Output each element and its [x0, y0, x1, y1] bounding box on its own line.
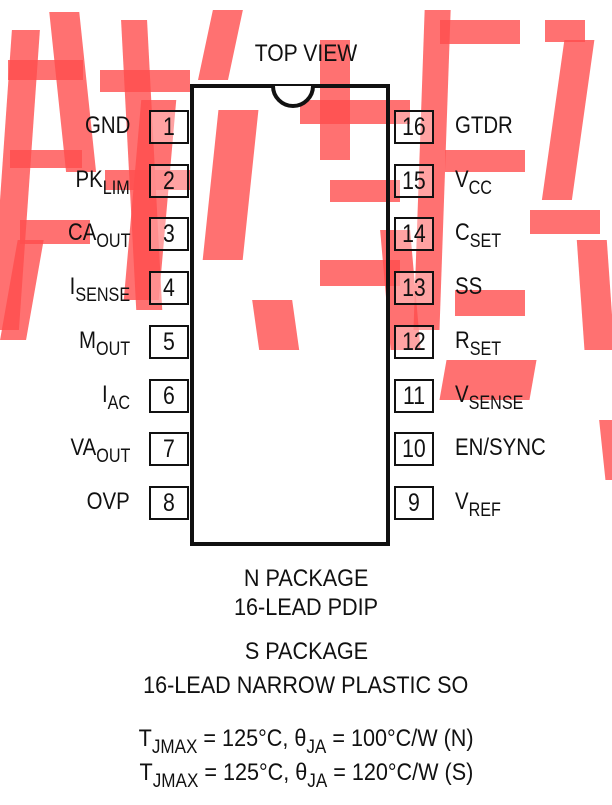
pin-number: 2 [163, 166, 175, 195]
s-package-name: S PACKAGE [244, 638, 368, 665]
pin-14-label: CSET [455, 219, 502, 253]
pin-number: 11 [402, 381, 426, 410]
pin-1-box: 1 [149, 110, 189, 144]
pin-number: 7 [163, 435, 175, 464]
pin-14-box: 14 [394, 217, 434, 252]
pin-1-label: GND [84, 112, 130, 139]
pin-15-label: VCC [455, 165, 492, 199]
pin1-notch [271, 85, 315, 108]
pin-number: 16 [402, 113, 426, 141]
pin-number: 14 [402, 220, 426, 249]
pin-12-label: RSET [455, 326, 502, 360]
pin-number: 4 [163, 274, 175, 303]
pin-2-box: 2 [149, 163, 189, 198]
pin-9-label: VREF [455, 487, 501, 521]
pin-5-box: 5 [149, 324, 189, 359]
s-package-desc: 16-LEAD NARROW PLASTIC SO [143, 672, 469, 699]
n-package-desc: 16-LEAD PDIP [233, 594, 379, 621]
pin-3-box: 3 [149, 217, 189, 252]
pin-4-label: ISENSE [69, 273, 130, 307]
pin-6-label: IAC [101, 380, 130, 414]
pin-3-label: CAOUT [67, 219, 130, 253]
pin-number: 12 [402, 327, 426, 356]
ic-package-body [190, 84, 390, 546]
pin-number: 6 [163, 381, 175, 410]
pin-10-label: EN/SYNC [455, 434, 546, 462]
pin-7-box: 7 [149, 432, 189, 467]
pin-9-box: 9 [394, 485, 434, 520]
pin-8-box: 8 [149, 485, 189, 520]
view-title: TOP VIEW [254, 40, 358, 67]
pin-12-box: 12 [394, 324, 434, 359]
pin-11-box: 11 [394, 378, 434, 413]
pin-15-box: 15 [394, 163, 434, 198]
n-package-name: N PACKAGE [243, 565, 369, 592]
pin-number: 15 [402, 166, 426, 195]
pin-11-label: VSENSE [455, 380, 524, 414]
pin-number: 3 [163, 220, 175, 249]
pin-number: 5 [163, 327, 175, 356]
pin-13-box: 13 [394, 271, 434, 306]
pin-10-box: 10 [394, 432, 434, 467]
pin-5-label: MOUT [78, 326, 130, 360]
pin-8-label: OVP [86, 487, 130, 515]
pin-4-box: 4 [149, 271, 189, 306]
thermal-line-n: TJMAX = 125°C, θJA = 100°C/W (N) [138, 725, 474, 758]
thermal-line-s: TJMAX = 125°C, θJA = 120°C/W (S) [139, 759, 473, 792]
pin-number: 13 [402, 274, 426, 303]
pin-number: 9 [408, 488, 420, 517]
pin-7-label: VAOUT [70, 434, 130, 468]
pin-6-box: 6 [149, 378, 189, 413]
pin-number: 8 [163, 488, 175, 517]
pin-16-box: 16 [394, 110, 434, 144]
pin-13-label: SS [455, 273, 483, 301]
pin-16-label: GTDR [455, 112, 513, 139]
pin-number: 1 [163, 113, 175, 141]
pin-number: 10 [402, 435, 426, 464]
pin-2-label: PKLIM [75, 165, 130, 199]
